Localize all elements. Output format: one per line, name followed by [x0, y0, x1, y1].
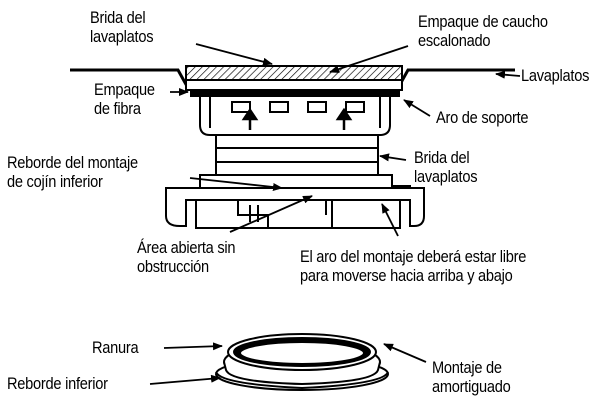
label-line: Brida del: [90, 8, 146, 27]
label-line: Empaque de caucho: [418, 12, 548, 31]
label-line: Empaque: [94, 80, 155, 99]
label-lower-rim: Reborde inferior: [7, 374, 108, 393]
label-line: Montaje de: [432, 358, 502, 377]
label-line: Aro de soporte: [436, 108, 529, 127]
label-groove: Ranura: [92, 338, 139, 357]
label-cushion-mount: Montaje de amortiguado: [432, 358, 511, 396]
label-stepped-rubber-gasket: Empaque de caucho escalonado: [418, 12, 548, 50]
label-sink: Lavaplatos: [521, 66, 589, 85]
label-line: Reborde del montaje: [7, 153, 138, 172]
label-line: Ranura: [92, 338, 139, 357]
label-open-area: Área abierta sin obstrucción: [137, 238, 236, 276]
label-support-ring: Aro de soporte: [436, 108, 529, 127]
label-line: lavaplatos: [414, 167, 478, 186]
leader-lines: [149, 43, 521, 385]
cushion-mount: [215, 333, 389, 391]
flange-tube: [215, 134, 379, 176]
label-sink-flange-top: Brida del lavaplatos: [90, 8, 154, 46]
support-ring: [199, 97, 391, 136]
sink-flange-top: [185, 65, 403, 91]
label-line: amortiguado: [432, 377, 511, 396]
up-arrows: [241, 107, 353, 130]
label-mount-ring-note: El aro del montaje deberá estar libre pa…: [300, 247, 526, 285]
label-line: lavaplatos: [90, 27, 154, 46]
label-line: para moverse hacia arriba y abajo: [300, 266, 513, 285]
label-line: Reborde inferior: [7, 374, 108, 393]
fiber-gasket: [190, 90, 400, 97]
lower-mount-ring: [165, 174, 425, 229]
label-fiber-gasket: Empaque de fibra: [94, 80, 155, 118]
label-line: El aro del montaje deberá estar libre: [300, 247, 527, 266]
label-lower-cushion-mount-rim: Reborde del montaje de cojín inferior: [7, 153, 138, 191]
label-line: Área abierta sin: [137, 238, 236, 257]
label-line: de cojín inferior: [7, 172, 103, 191]
label-line: Lavaplatos: [521, 66, 590, 85]
label-line: escalonado: [418, 31, 491, 50]
label-line: de fibra: [94, 99, 141, 118]
label-sink-flange-right: Brida del lavaplatos: [414, 148, 478, 186]
label-line: Brida del: [414, 148, 470, 167]
label-line: obstrucción: [137, 257, 209, 276]
